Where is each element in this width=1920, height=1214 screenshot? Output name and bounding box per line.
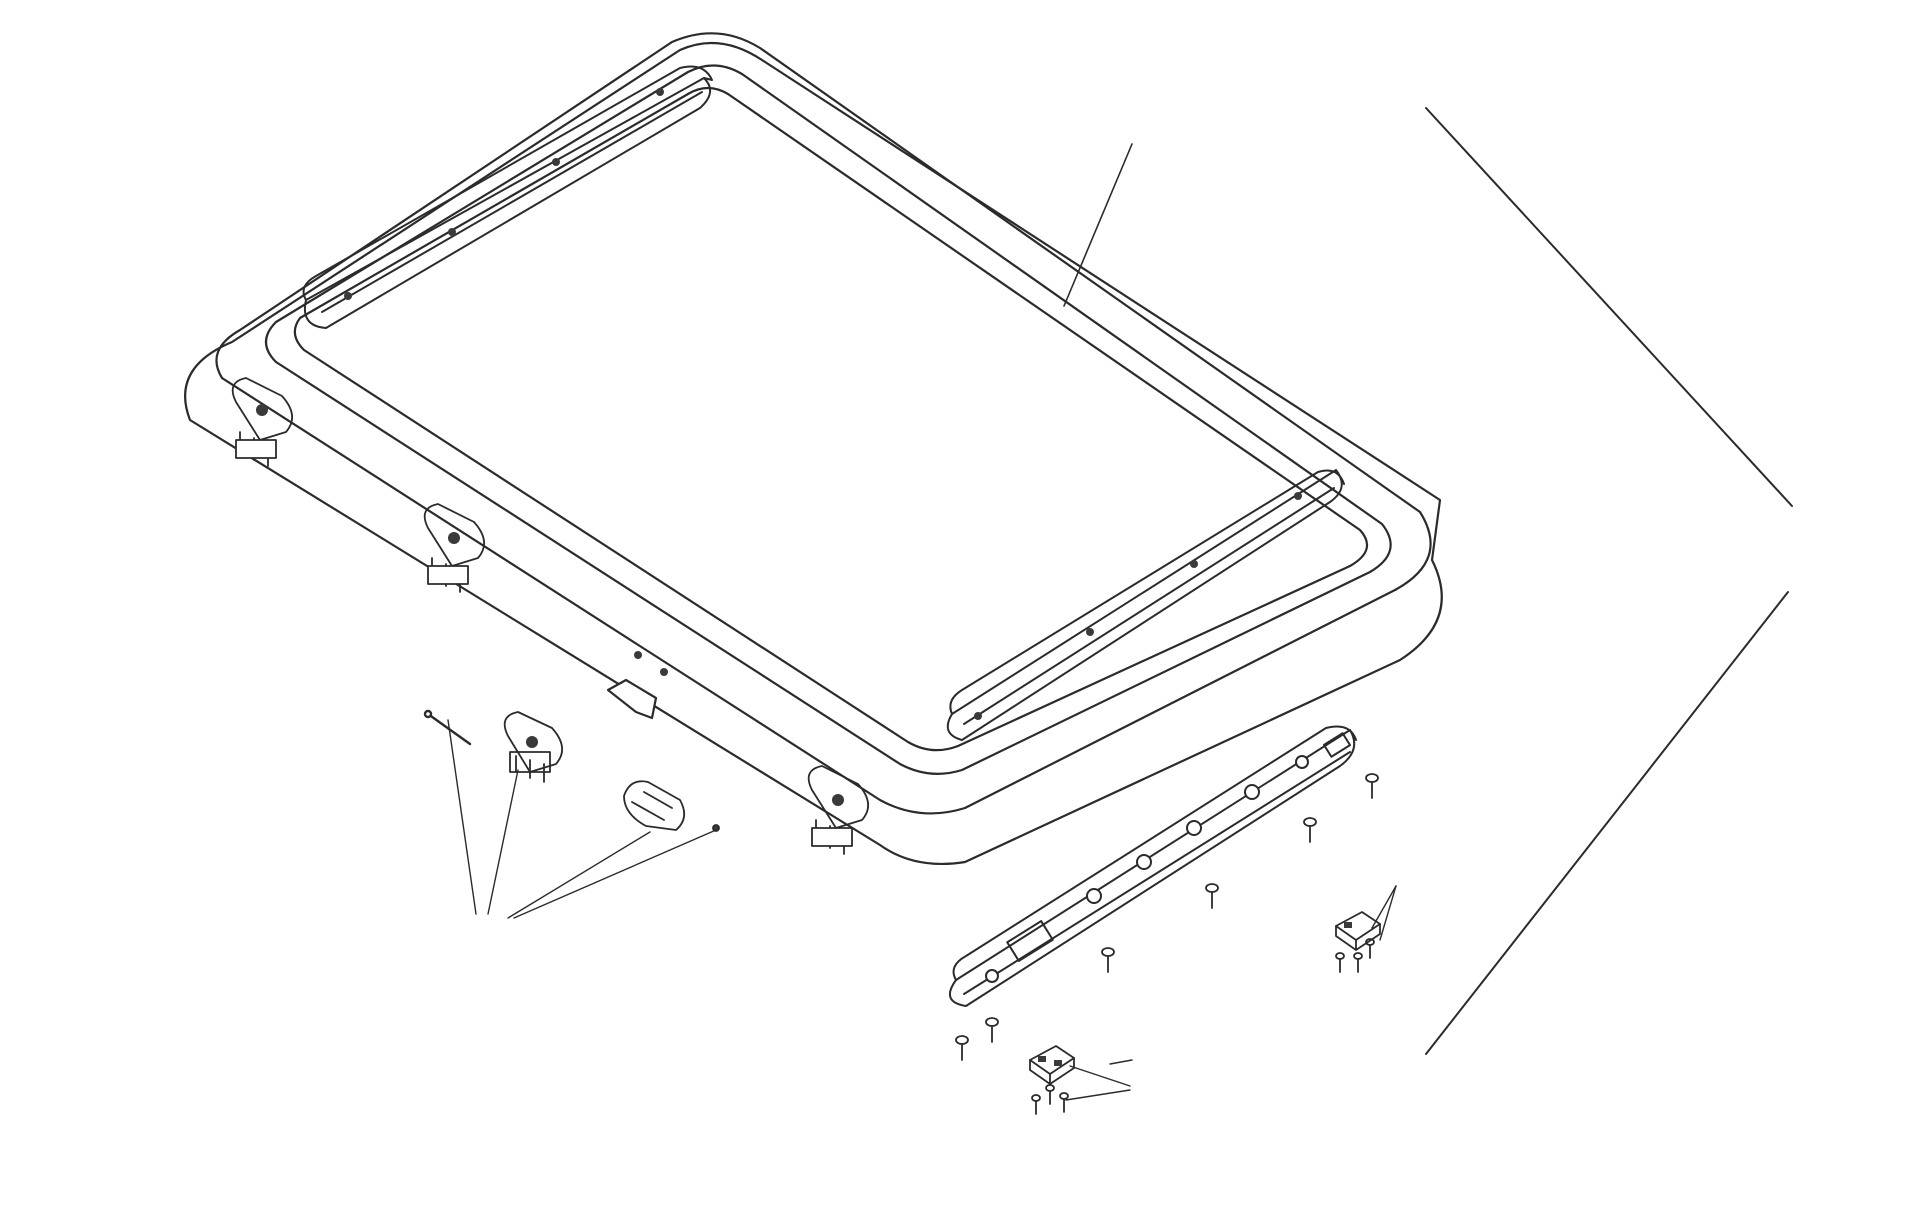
screw [1365, 938, 1375, 959]
section-bracket [1425, 107, 1793, 1055]
leader-line-frame [1063, 143, 1133, 307]
screw [1303, 817, 1317, 843]
frame-front-notch [606, 678, 658, 720]
frame-inner-opening [293, 86, 1369, 752]
front-rail [946, 469, 1345, 741]
leader-lines-left [447, 719, 717, 919]
bracket-small [1335, 911, 1381, 951]
screw [1205, 883, 1219, 909]
bracket-small-lower [1029, 1045, 1075, 1085]
hinge-pin [423, 709, 472, 746]
frame-hole [634, 651, 642, 659]
hinge-right [807, 765, 869, 855]
frame-hole [660, 668, 668, 676]
frame [184, 32, 1443, 865]
screws [955, 773, 1379, 1115]
screw [985, 1017, 999, 1043]
screw [1059, 1092, 1069, 1113]
hinge-left [231, 377, 293, 467]
latch-cap [623, 780, 720, 832]
frame-outer-lip [184, 41, 1443, 865]
screw [1353, 952, 1363, 973]
screw [955, 1035, 969, 1061]
screw [1101, 947, 1115, 973]
hinge-loose [503, 711, 563, 783]
hinge-middle [423, 503, 485, 593]
frame-outer-top [215, 32, 1432, 815]
screw [1365, 773, 1379, 799]
rear-rail [302, 65, 713, 329]
frame-inner-edge [264, 64, 1392, 775]
screw [1031, 1094, 1041, 1115]
screw [1335, 952, 1345, 973]
mounting-bar [948, 725, 1357, 1007]
leader-lines-right [1065, 885, 1397, 1101]
screw [1045, 1084, 1055, 1105]
